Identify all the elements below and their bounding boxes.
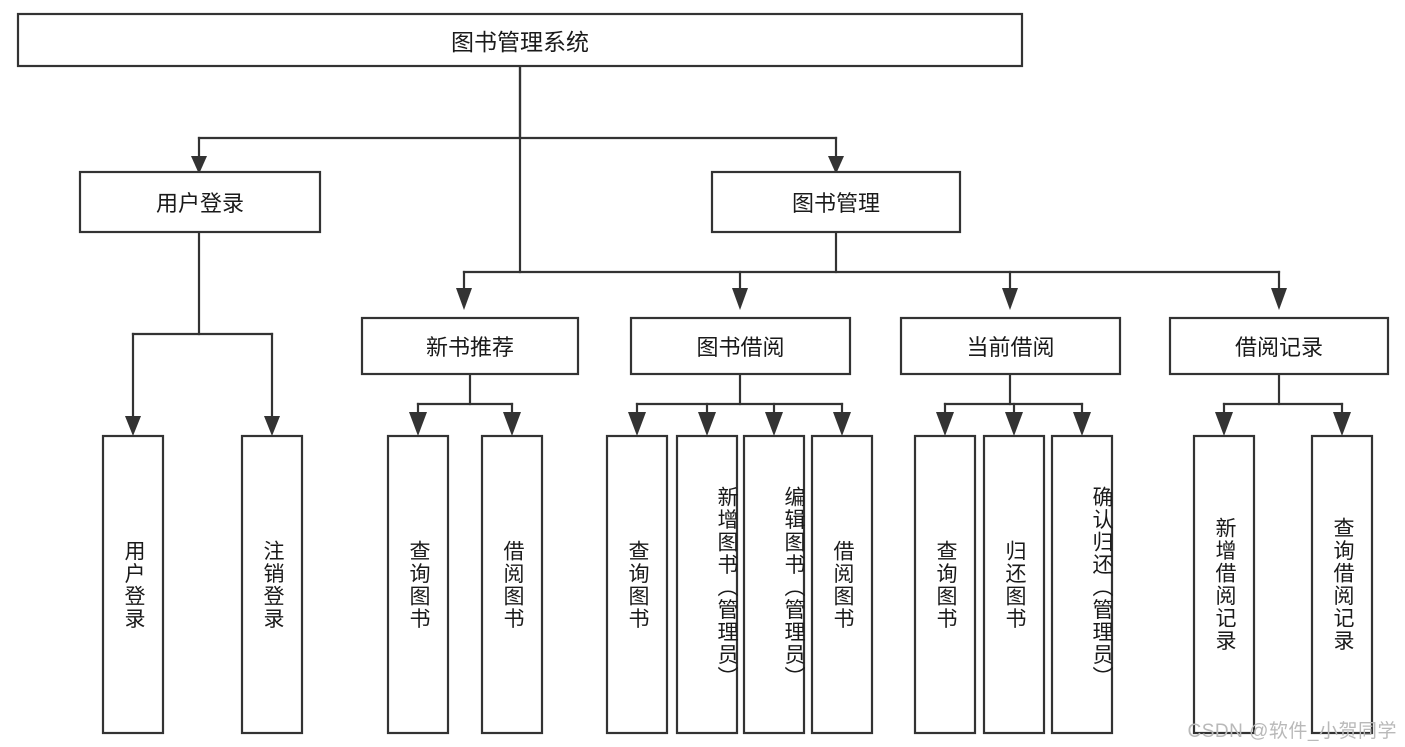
- arrow-head-leaf-user-login: [125, 416, 141, 436]
- watermark-text: CSDN @软件_小贺同学: [1187, 721, 1397, 742]
- arrow-head-leaf-borrow-book-2: [833, 412, 851, 436]
- arrow-head-leaf-query-book-3: [936, 412, 954, 436]
- node-root[interactable]: [16, 12, 1024, 68]
- node-book-borrow[interactable]: [629, 316, 852, 376]
- node-leaf-add-book[interactable]: [675, 434, 739, 735]
- arrow-head-leaf-query-record: [1333, 412, 1351, 436]
- node-user-login[interactable]: [78, 170, 322, 234]
- arrow-head-leaf-user-logout: [264, 416, 280, 436]
- node-leaf-borrow-book-1[interactable]: [480, 434, 544, 735]
- node-leaf-return-book[interactable]: [982, 434, 1046, 735]
- arrow-head-leaf-return-book: [1005, 412, 1023, 436]
- node-leaf-query-book-3[interactable]: [913, 434, 977, 735]
- node-leaf-edit-book[interactable]: [742, 434, 806, 735]
- node-box-layer: [16, 12, 1390, 735]
- node-borrow-record[interactable]: [1168, 316, 1390, 376]
- node-leaf-user-login[interactable]: [101, 434, 165, 735]
- arrow-head-leaf-edit-book: [765, 412, 783, 436]
- arrow-head-leaf-confirm-return: [1073, 412, 1091, 436]
- node-current-borrow[interactable]: [899, 316, 1122, 376]
- arrow-head-leaf-query-book-2: [628, 412, 646, 436]
- arrow-head-book-manage: [828, 156, 844, 174]
- node-leaf-query-book-2[interactable]: [605, 434, 669, 735]
- arrow-head-current-borrow: [1002, 288, 1018, 310]
- arrow-head-leaf-add-book: [698, 412, 716, 436]
- node-leaf-borrow-book-2[interactable]: [810, 434, 874, 735]
- node-leaf-add-record[interactable]: [1192, 434, 1256, 735]
- arrow-head-new-book-recommend: [456, 288, 472, 310]
- node-leaf-user-logout[interactable]: [240, 434, 304, 735]
- arrow-head-leaf-query-book-1: [409, 412, 427, 436]
- arrow-head-user-login: [191, 156, 207, 174]
- node-leaf-confirm-return[interactable]: [1050, 434, 1114, 735]
- arrow-head-leaf-add-record: [1215, 412, 1233, 436]
- node-new-book-recommend[interactable]: [360, 316, 580, 376]
- arrow-head-leaf-borrow-book-1: [503, 412, 521, 436]
- arrow-head-book-borrow: [732, 288, 748, 310]
- node-leaf-query-record[interactable]: [1310, 434, 1374, 735]
- node-book-manage[interactable]: [710, 170, 962, 234]
- arrow-head-borrow-record: [1271, 288, 1287, 310]
- connector-layer: [125, 64, 1351, 436]
- node-leaf-query-book-1[interactable]: [386, 434, 450, 735]
